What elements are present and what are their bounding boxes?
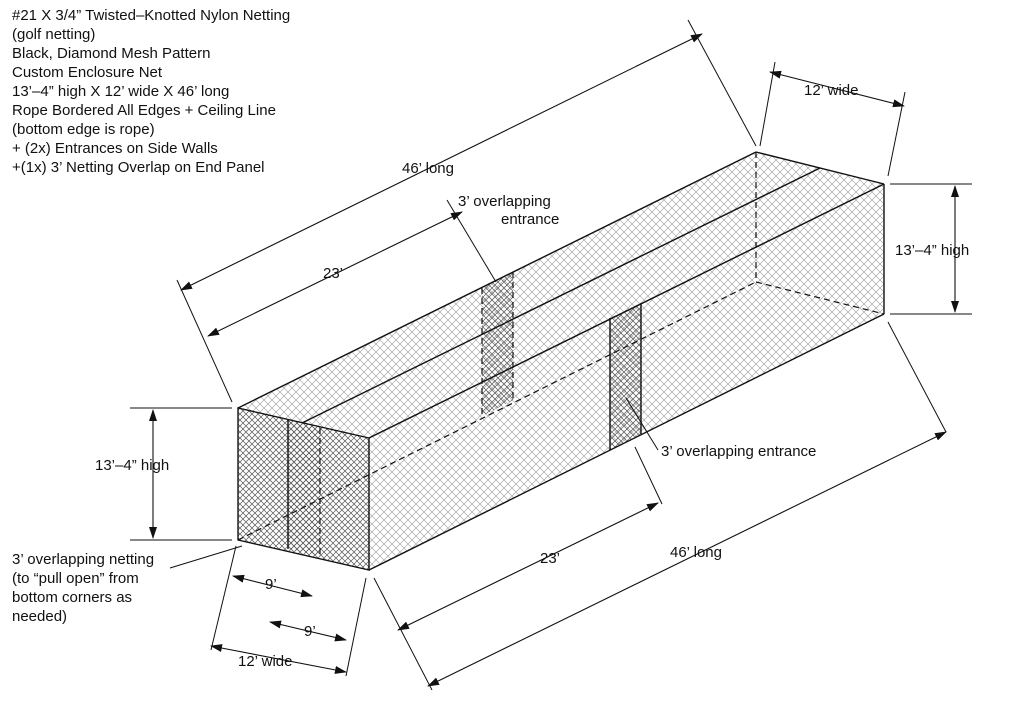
spec-line: 13’–4” high X 12’ wide X 46’ long xyxy=(12,83,230,100)
label-half-bottom: 23’ xyxy=(540,550,560,567)
label-length-bottom: 46’ long xyxy=(670,544,722,561)
label-height-left: 13’–4” high xyxy=(95,457,169,474)
label-overlap-end-3: bottom corners as xyxy=(12,589,132,606)
spec-line: Black, Diamond Mesh Pattern xyxy=(12,45,211,62)
dimension-length-bottom xyxy=(427,431,947,687)
label-entrance-back-1: 3’ overlapping xyxy=(458,193,551,210)
label-half-top: 23’ xyxy=(323,265,343,282)
front-entrance-panel xyxy=(610,303,641,450)
dimension-lines xyxy=(149,33,959,687)
spec-line: + (2x) Entrances on Side Walls xyxy=(12,140,218,157)
hidden-edges xyxy=(237,152,885,556)
label-overlap-end-4: needed) xyxy=(12,608,67,625)
dimension-9-first xyxy=(232,574,313,598)
dimension-width-top xyxy=(769,70,905,108)
end-overlap-panel xyxy=(288,420,320,556)
label-9-first: 9’ xyxy=(265,576,277,593)
dimension-width-bottom xyxy=(210,644,347,674)
label-width-top: 12’ wide xyxy=(804,82,858,99)
spec-list: #21 X 3/4” Twisted–Knotted Nylon Netting… xyxy=(12,6,290,177)
label-9-second: 9’ xyxy=(304,623,316,640)
dimension-half-top xyxy=(207,211,463,337)
label-overlap-end-1: 3’ overlapping netting xyxy=(12,551,154,568)
label-overlap-end-2: (to “pull open” from xyxy=(12,570,139,587)
label-width-bottom: 12’ wide xyxy=(238,653,292,670)
label-entrance-back-2: entrance xyxy=(501,211,559,228)
spec-line: #21 X 3/4” Twisted–Knotted Nylon Netting xyxy=(12,7,291,24)
label-height-right: 13’–4” high xyxy=(895,242,969,259)
spec-line: Custom Enclosure Net xyxy=(12,64,163,81)
spec-line: (golf netting) xyxy=(12,26,96,43)
spec-line: (bottom edge is rope) xyxy=(12,121,155,138)
label-entrance-front: 3’ overlapping entrance xyxy=(661,443,816,460)
label-length-top: 46’ long xyxy=(402,160,454,177)
dimension-9-second xyxy=(269,620,347,642)
back-entrance-panel xyxy=(482,272,513,416)
